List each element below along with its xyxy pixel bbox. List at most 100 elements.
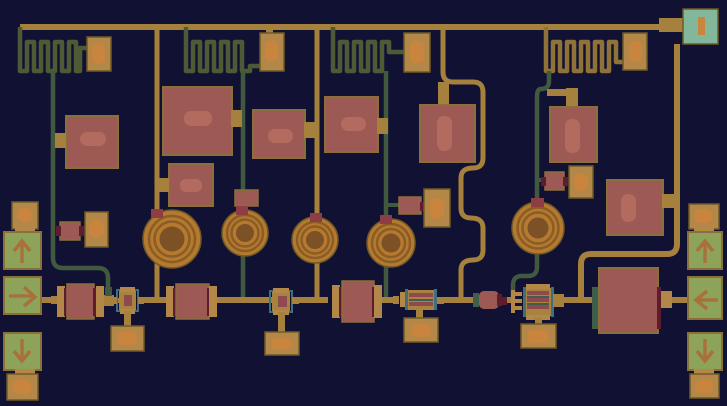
left-neck-bottom [15, 369, 35, 375]
meander-resistor-4 [543, 27, 626, 74]
capG-stub-h [547, 89, 568, 96]
fet3-finger [409, 302, 433, 306]
rf-line-seg [381, 297, 395, 303]
fet3-edge-l [405, 289, 408, 310]
decoupling-cap-e-tab [377, 118, 388, 134]
spiral-inductor-1-turn [153, 220, 191, 258]
fet3-finger [409, 293, 433, 297]
right-neck-top [694, 228, 714, 233]
spiral-inductor-3-turn [300, 225, 330, 255]
fet2-finger [278, 296, 287, 307]
meander-resistor-3 [330, 27, 404, 74]
spiral-inductor-4-center [381, 233, 401, 253]
decoupling-cap-b-via [184, 111, 212, 126]
fet4-gate-nub [501, 297, 507, 305]
fet2-source-stub [278, 312, 285, 333]
drain-feed-mid-scurve [440, 27, 486, 299]
fet4-gate-tooth [515, 299, 522, 303]
fet4-drain-conn [553, 294, 564, 307]
fet4-gate-tooth [515, 306, 522, 310]
fet3-gate-line [409, 299, 433, 301]
right-neck-bottom [694, 369, 714, 375]
fet2-ground-via [271, 338, 292, 350]
interstage-cap-pinch-r [497, 294, 502, 306]
series-cap-3-end-l [332, 285, 340, 318]
series-cap-1-pinch-r [93, 288, 97, 316]
decoupling-cap-b-tab [231, 110, 242, 127]
series-cap-2-pinch-l [173, 288, 177, 316]
decoupling-cap-f-via [437, 116, 452, 151]
fet4-finger [527, 305, 549, 309]
interstage-cap [479, 291, 499, 309]
stab-resistor-5-pinch-r [563, 177, 568, 186]
series-cap-2 [175, 283, 210, 320]
series-cap-1-end-l [57, 286, 65, 317]
spiral-inductor-4-tab [380, 215, 392, 224]
spiral-inductor-5-turn [516, 206, 560, 250]
fet4-gate-line [527, 303, 549, 305]
stab-resistor-1 [59, 221, 81, 241]
series-cap-3 [341, 280, 375, 323]
rf-line-seg [40, 297, 59, 303]
rf-line-seg [563, 297, 597, 303]
fet1-conn-r [138, 297, 144, 304]
vdd-pad-slot [698, 17, 705, 35]
stab-via-4 [430, 198, 444, 219]
output-cap-end-l [592, 287, 599, 329]
meander4-via [629, 41, 642, 62]
spiral-inductor-2-turn [230, 218, 260, 248]
rf-line-tstub-green [105, 287, 112, 296]
rf-output-pad [687, 276, 723, 320]
fet3-gate-bar [400, 292, 405, 307]
series-cap-2-end-r [209, 286, 217, 317]
stab-via-1 [89, 220, 104, 238]
stab-resistor-4-pinch [420, 202, 425, 211]
rf-line-tstub [102, 295, 114, 306]
rf-line-seg [142, 297, 168, 303]
decoupling-cap-c-tab [159, 178, 169, 192]
series-cap-3-end-r [374, 285, 382, 318]
series-cap-1 [66, 283, 95, 320]
fet4-source-stub [535, 318, 542, 326]
spiral-inductor-5-center [527, 217, 549, 239]
fet1-ground-via [117, 332, 137, 345]
decoupling-cap-e-via [341, 117, 366, 131]
fet4-top-cap [526, 284, 550, 289]
interstage-cap-end-l [473, 293, 479, 307]
drain-feed-right [578, 44, 680, 299]
fet2-conn-r [292, 297, 299, 304]
decoupling-cap-h-tab [662, 194, 675, 208]
down-arrow-icon [12, 339, 32, 364]
capF-stub [438, 82, 449, 107]
fet2-top-cap [273, 288, 289, 293]
fet4-gate-manifold [511, 290, 515, 313]
meander-resistor-2 [183, 27, 262, 74]
spiral-inductor-1-turn [147, 214, 197, 264]
series-cap-1-pinch-l [64, 288, 68, 316]
fet3-ground-via [411, 324, 431, 337]
up-arrow-icon [695, 238, 715, 263]
fet4-ground-via [527, 330, 549, 343]
spiral-inductor-5-tab [531, 198, 544, 207]
fet4-finger [527, 298, 549, 302]
rf-line-seg [670, 297, 689, 303]
spiral-inductor-3-center [306, 231, 324, 249]
fet4-bottom-cap [526, 315, 550, 320]
spiral-inductor-3-tab [310, 213, 322, 222]
spiral-inductor-5-turn [521, 211, 555, 245]
right-gnd-via-top [694, 209, 713, 223]
right-gnd-via-bottom [695, 380, 713, 393]
series-cap-1-tab [51, 296, 59, 304]
capG-stub-v [566, 88, 578, 109]
rf-line-seg [216, 297, 272, 303]
up-arrow-icon [12, 238, 32, 263]
right-arrow-icon [9, 285, 38, 308]
fet1-source-stub [124, 311, 131, 326]
vdd-pad-connector [659, 18, 685, 32]
inductor2-top-cap [234, 189, 259, 207]
decoupling-cap-c-via [180, 179, 202, 192]
meander3-via [410, 41, 424, 63]
pad2-stub [266, 27, 273, 35]
